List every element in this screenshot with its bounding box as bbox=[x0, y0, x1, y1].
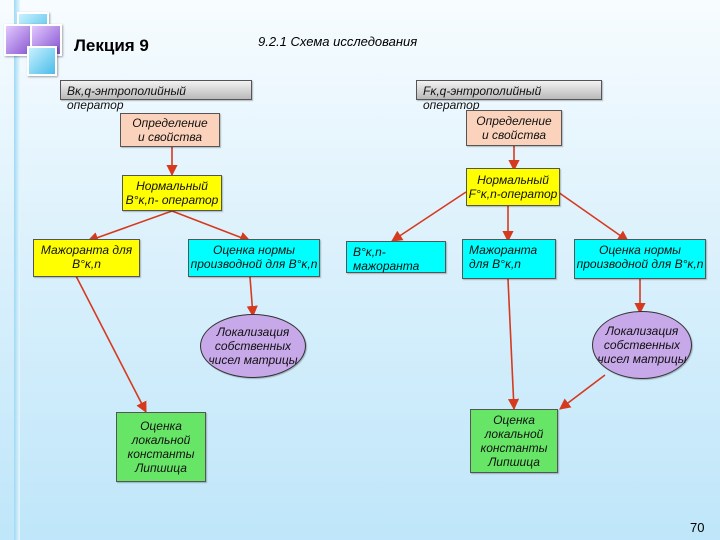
arrow-right-normal-to-bmajorant bbox=[391, 191, 467, 242]
right-normal-box: Нормальный F°κ,n-оператор bbox=[466, 168, 560, 206]
left-lipschitz-box: Оценка локальной константы Липшица bbox=[116, 412, 206, 482]
arrow-left-estimate-to-localization bbox=[246, 276, 258, 318]
left-operator-box: Bκ,q-энтрополийный оператор bbox=[60, 80, 252, 112]
left-localization-oval: Локализация собственных чисел матрицы bbox=[200, 314, 306, 378]
left-normal-box: Нормальный B°κ,n- оператор bbox=[122, 175, 222, 211]
left-decorative-bar bbox=[14, 0, 20, 540]
right-localization-oval: Локализация собственных чисел матрицы bbox=[592, 311, 692, 379]
right-norm-estimate-box: Оценка нормы производной для B°κ,n bbox=[574, 239, 706, 279]
arrow-right-majorant-to-lipschitz bbox=[507, 278, 520, 411]
scheme-title: 9.2.1 Схема исследования bbox=[258, 34, 418, 49]
right-operator-box: Fκ,q-энтрополийный оператор bbox=[416, 80, 602, 112]
page-number: 70 bbox=[690, 520, 705, 535]
right-lipschitz-box: Оценка локальной константы Липшица bbox=[470, 409, 558, 473]
left-definition-box: Определение и свойства bbox=[120, 113, 220, 147]
left-norm-estimate-box: Оценка нормы производной для B°κ,n bbox=[188, 239, 320, 277]
arrow-right-localization-to-lipschitz bbox=[559, 374, 606, 410]
lecture-title: Лекция 9 bbox=[74, 36, 149, 55]
arrow-left-normal-to-estimate bbox=[171, 210, 252, 243]
right-definition-box: Определение и свойства bbox=[466, 110, 562, 146]
arrow-left-normal-to-majorant bbox=[86, 210, 173, 243]
decor-square-cyan-bottom bbox=[27, 46, 57, 76]
left-majorant-box: Мажоранта для B°κ,n bbox=[33, 239, 140, 277]
right-b-majorant-box: B°κ,n-мажоранта bbox=[346, 241, 446, 273]
arrow-right-normal-to-estimate bbox=[557, 191, 629, 242]
arrow-left-majorant-to-lipschitz bbox=[75, 275, 147, 413]
right-majorant-box: Мажоранта для B°κ,n bbox=[462, 239, 556, 279]
